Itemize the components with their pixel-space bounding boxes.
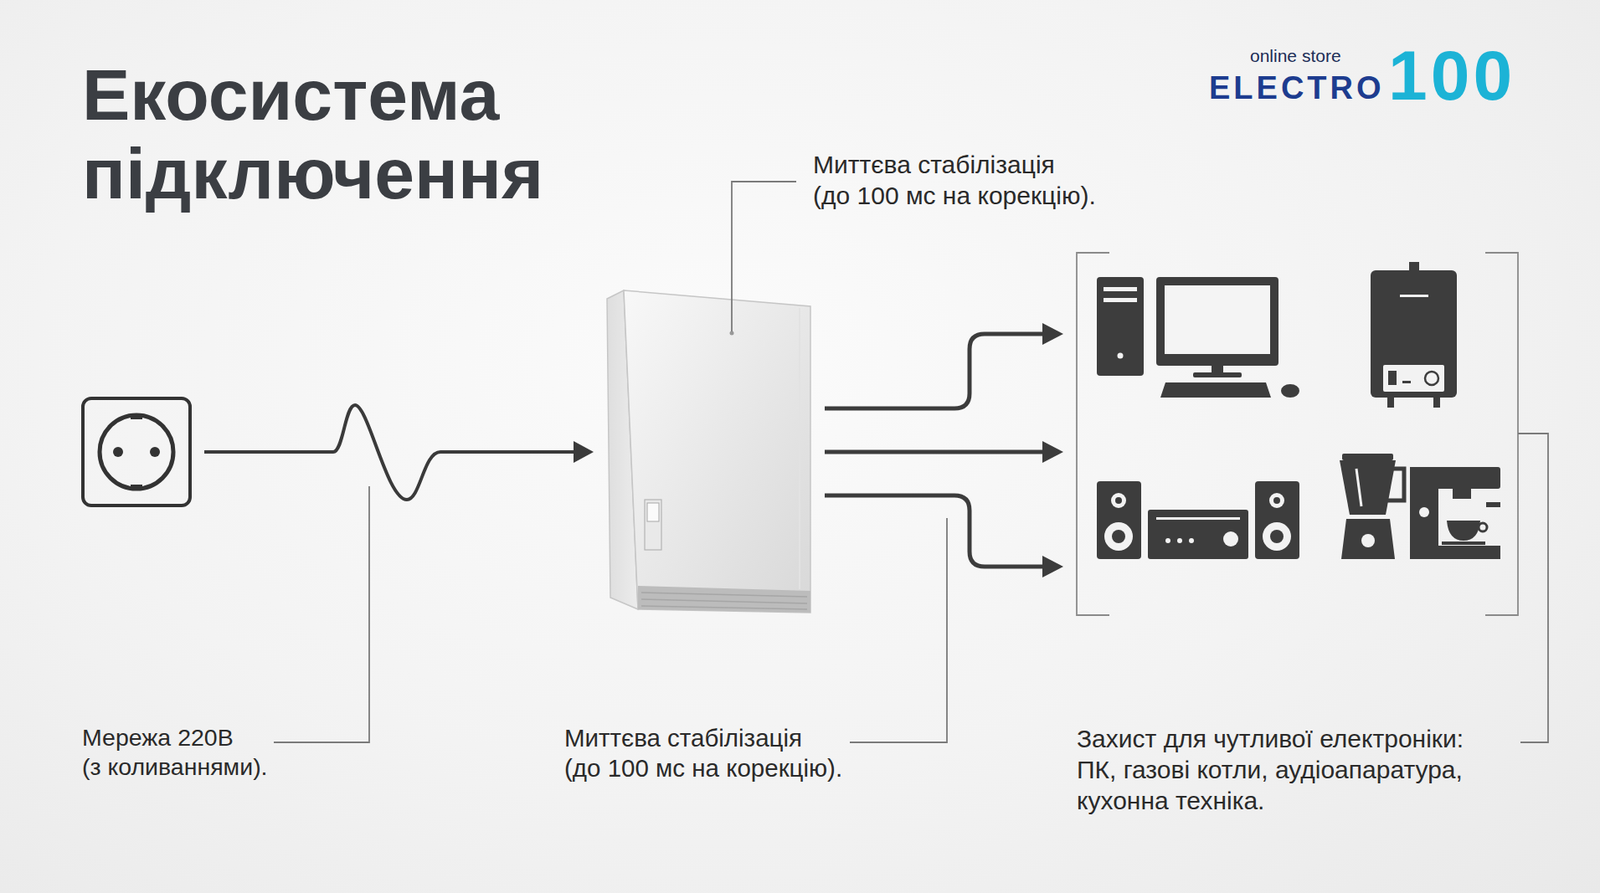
socket-icon — [82, 398, 191, 506]
leader-line — [731, 181, 797, 332]
text-line: Миттєва стабілізація — [564, 723, 843, 754]
text-line: (з коливаннями). — [82, 752, 268, 782]
diagram-title: Екосистема підключення — [82, 55, 544, 213]
text-line: Миттєва стабілізація — [812, 149, 1096, 181]
logo-tagline: online store — [1250, 46, 1342, 65]
text-line: ПК, газові котли, аудіоапаратура, — [1076, 754, 1464, 786]
arrow-head — [1042, 441, 1064, 464]
arrow-head — [1042, 555, 1064, 578]
kitchen-icon — [1339, 453, 1501, 560]
text-line: підключення — [82, 133, 544, 213]
callout-text: Захист для чутливої електроніки: ПК, газ… — [1076, 723, 1464, 817]
text-line: Захист для чутливої електроніки: — [1076, 723, 1464, 755]
leader-line — [849, 518, 947, 743]
callout-text: Мережа 220В (з коливаннями). — [82, 723, 268, 782]
callout-text: Миттєва стабілізація (до 100 мс на корек… — [564, 723, 843, 784]
boiler-icon — [1370, 262, 1457, 408]
audio-icon — [1096, 481, 1300, 560]
stabilizer-device — [607, 290, 811, 613]
leader-line — [1517, 433, 1549, 743]
arrow-head — [573, 441, 594, 464]
logo-number: 100 — [1388, 40, 1516, 111]
leader-line — [273, 486, 370, 743]
text-line: (до 100 мс на корекцію). — [812, 180, 1096, 211]
text-line: (до 100 мс на корекцію). — [564, 753, 843, 784]
computer-icon — [1096, 277, 1300, 398]
text-line: Мережа 220В — [82, 723, 268, 753]
group-bracket — [1485, 252, 1518, 616]
callout-text: Миттєва стабілізація (до 100 мс на корек… — [812, 149, 1096, 211]
arrow-head — [1042, 323, 1064, 345]
text-line: кухонна техніка. — [1076, 785, 1464, 817]
text-line: Екосистема — [82, 55, 544, 134]
input-wave — [204, 405, 578, 500]
logo-wordmark: ELECTRO — [1209, 72, 1385, 104]
output-arrows — [824, 334, 1047, 567]
